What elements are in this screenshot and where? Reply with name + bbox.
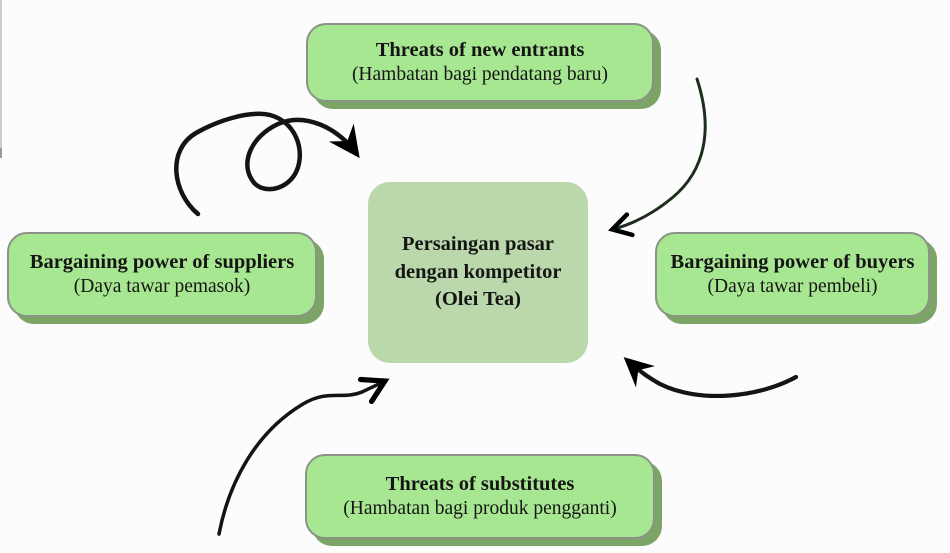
node-subtitle: (Hambatan bagi produk pengganti) — [343, 498, 617, 520]
node-center-market-competition: Persaingan pasar dengan kompetitor (Olei… — [368, 182, 588, 363]
node-subtitle: (Daya tawar pembeli) — [707, 276, 878, 298]
curled-arrow-top-left-icon — [174, 111, 360, 217]
node-title: Bargaining power of suppliers — [29, 250, 295, 273]
node-threats-substitutes: Threats of substitutes (Hambatan bagi pr… — [305, 454, 655, 539]
node-title: Bargaining power of buyers — [670, 250, 915, 273]
center-line-3: (Olei Tea) — [435, 288, 521, 311]
node-title: Threats of substitutes — [385, 472, 575, 495]
node-bargaining-suppliers: Bargaining power of suppliers (Daya tawa… — [7, 232, 317, 317]
node-threats-new-entrants: Threats of new entrants (Hambatan bagi p… — [306, 23, 654, 102]
curved-arrow-bottom-right-icon — [623, 357, 799, 398]
node-bargaining-buyers: Bargaining power of buyers (Daya tawar p… — [655, 232, 930, 317]
page-edge-line — [0, 0, 2, 158]
center-line-1: Persaingan pasar — [401, 232, 555, 255]
node-subtitle: (Daya tawar pemasok) — [73, 276, 251, 298]
center-line-2: dengan kompetitor — [394, 260, 562, 283]
node-title: Threats of new entrants — [375, 38, 585, 61]
node-subtitle: (Hambatan bagi pendatang baru) — [351, 64, 609, 86]
